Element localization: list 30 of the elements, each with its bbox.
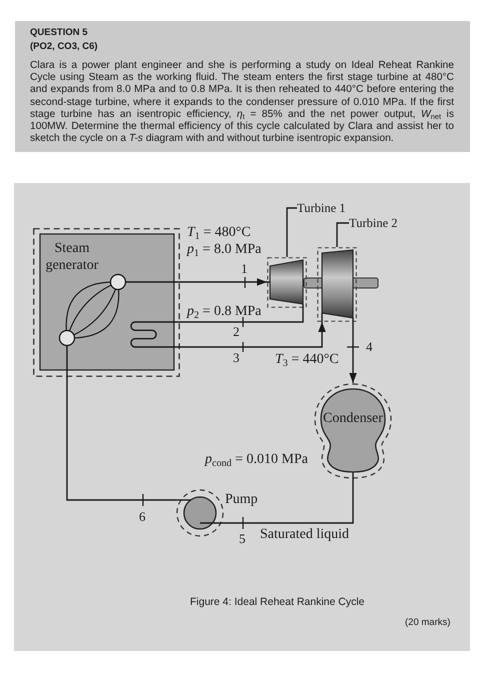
- pressure-label: p$_{2}$ = 0.8 MPa: [187, 304, 262, 320]
- flow-line: [66, 377, 176, 501]
- flow-line: [180, 278, 267, 286]
- component-label: Pump: [225, 491, 258, 508]
- component-label: Turbine 1: [297, 201, 346, 216]
- state-number: 5: [239, 531, 246, 546]
- figure-caption: Figure 4: Ideal Reheat Rankine Cycle: [190, 596, 365, 608]
- pressure-label: p$_{cond}$ = 0.010 MPa: [205, 452, 308, 468]
- temperature-label: T$_{1}$ = 480°C: [187, 225, 251, 241]
- component-label: Condenser: [322, 410, 384, 427]
- state-number: 1: [241, 261, 248, 276]
- state-number: 3: [233, 350, 240, 365]
- question-heading: QUESTION 5: [30, 27, 88, 38]
- flow-line: [349, 322, 357, 383]
- flow-line: [224, 479, 354, 524]
- state-number: 2: [233, 324, 240, 339]
- state-number: 4: [366, 339, 372, 354]
- flow-line: [180, 322, 326, 348]
- state-description: Saturated liquid: [260, 527, 350, 543]
- pressure-label: p$_{1}$ = 8.0 MPa: [187, 242, 262, 258]
- state-number: 6: [139, 509, 146, 524]
- leader-line: [286, 207, 297, 257]
- marks-label: (20 marks): [405, 616, 450, 630]
- outcome-codes: (PO2, CO3, C6): [30, 40, 98, 54]
- component-label: Steam generator: [44, 240, 100, 274]
- component-label: Turbine 2: [349, 216, 398, 231]
- temperature-label: T$_{3}$ = 440°C: [275, 352, 339, 368]
- flow-line: [180, 308, 304, 323]
- leader-line: [336, 222, 349, 247]
- question-text: Clara is a power plant engineer and she is performing a study on Ideal Reheat Rankine Cycle using Steam as the working fluid. The steam enters the first stage turbine at 480°C and expands from 8.0 MPa and to 0.8 MPa. It is then reheated to 440°C before entering the second-stage turbine, where it expands to the condenser pressure of 0.010 MPa. If the first stage turbine has an isentropic efficiency, η$_{t}$ = 85% and the net power output, W$_{net}$ is 100MW. Determine the thermal efficiency of this cycle calculated by Clara and assist her to sketch the cycle on a T-s diagram with and without turbine isentropic expansion.: [30, 60, 454, 146]
